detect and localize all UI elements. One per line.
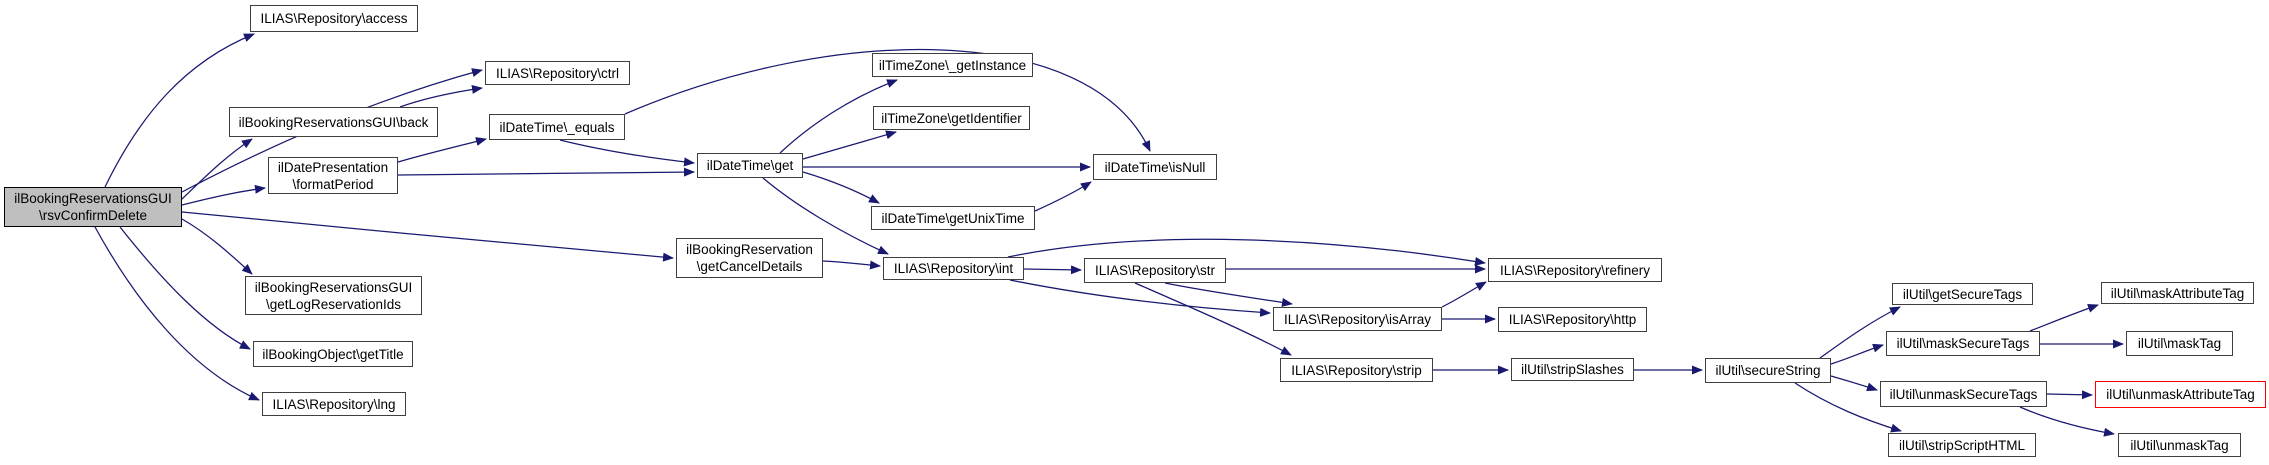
graph-node-get[interactable]: ilDateTime\get bbox=[697, 153, 803, 178]
graph-node-strip[interactable]: ILIAS\Repository\strip bbox=[1280, 358, 1433, 382]
graph-node-label: ilUtil\maskSecureTags bbox=[1896, 336, 2030, 351]
graph-node-label: ilDateTime\_equals bbox=[499, 119, 615, 135]
graph-edge-mask-secure-tags-to-mask-attribute-tag bbox=[2029, 304, 2099, 332]
graph-node-label: ilUtil\secureString bbox=[1715, 363, 1821, 378]
graph-node-label: ilDateTime\getUnixTime bbox=[881, 210, 1025, 226]
graph-edge-get-to-int bbox=[762, 177, 889, 255]
graph-node-mask-attribute-tag[interactable]: ilUtil\maskAttributeTag bbox=[2101, 282, 2254, 304]
graph-node-get-instance[interactable]: ilTimeZone\_getInstance bbox=[872, 53, 1033, 77]
graph-node-label: ilUtil\stripScriptHTML bbox=[1898, 437, 2025, 453]
graph-node-ctrl[interactable]: ILIAS\Repository\ctrl bbox=[485, 61, 630, 85]
graph-node-label: ILIAS\Repository\isArray bbox=[1283, 311, 1432, 327]
graph-edge-secure-string-to-get-secure-tags bbox=[1819, 306, 1901, 359]
graph-node-access[interactable]: ILIAS\Repository\access bbox=[250, 5, 418, 32]
graph-node-label: ilUtil\getSecureTags bbox=[1902, 286, 2023, 302]
graph-node-is-array[interactable]: ILIAS\Repository\isArray bbox=[1273, 307, 1442, 331]
graph-node-label: ilBookingObject\getTitle bbox=[262, 346, 404, 362]
graph-edge-secure-string-to-mask-secure-tags bbox=[1830, 343, 1884, 365]
graph-edge-get-cancel-details-to-int bbox=[822, 260, 881, 270]
graph-edge-secure-string-to-unmask-secure-tags bbox=[1830, 375, 1878, 392]
graph-node-label: ilUtil\stripSlashes bbox=[1521, 362, 1624, 377]
graph-node-label: ilUtil\maskAttributeTag bbox=[2110, 285, 2245, 301]
graph-edge-format-period-to-equals bbox=[397, 137, 487, 163]
graph-node-strip-script-html[interactable]: ilUtil\stripScriptHTML bbox=[1888, 433, 2036, 457]
graph-edge-rsv-confirm-delete-to-lng bbox=[94, 226, 260, 401]
graph-node-get-title[interactable]: ilBookingObject\getTitle bbox=[253, 341, 413, 367]
graph-node-get-unix-time[interactable]: ilDateTime\getUnixTime bbox=[871, 206, 1035, 230]
graph-edge-unmask-secure-tags-to-unmask-attribute-tag bbox=[2046, 390, 2093, 400]
graph-node-get-log-reservation-ids[interactable]: ilBookingReservationsGUI \getLogReservat… bbox=[245, 276, 422, 315]
graph-edge-format-period-to-get bbox=[397, 167, 695, 177]
graph-edge-int-to-refinery bbox=[1007, 238, 1486, 266]
graph-node-mask-tag[interactable]: ilUtil\maskTag bbox=[2126, 331, 2233, 356]
graph-edge-equals-to-get bbox=[559, 139, 695, 167]
graph-node-mask-secure-tags[interactable]: ilUtil\maskSecureTags bbox=[1886, 331, 2040, 356]
graph-edge-get-to-get-identifier bbox=[802, 130, 897, 160]
graph-edge-rsv-confirm-delete-to-access bbox=[104, 33, 255, 188]
graph-node-label: ILIAS\Repository\access bbox=[260, 11, 408, 26]
graph-node-get-identifier[interactable]: ilTimeZone\getIdentifier bbox=[873, 106, 1030, 130]
graph-node-int[interactable]: ILIAS\Repository\int bbox=[883, 257, 1024, 280]
graph-edge-get-to-get-instance bbox=[779, 79, 898, 154]
graph-node-equals[interactable]: ilDateTime\_equals bbox=[489, 114, 625, 140]
graph-node-label: ILIAS\Repository\str bbox=[1094, 263, 1216, 278]
graph-edge-unmask-secure-tags-to-unmask-tag bbox=[2019, 406, 2115, 437]
graph-node-get-cancel-details[interactable]: ilBookingReservation \getCancelDetails bbox=[676, 238, 823, 278]
graph-node-unmask-secure-tags[interactable]: ilUtil\unmaskSecureTags bbox=[1880, 381, 2047, 407]
graph-node-str[interactable]: ILIAS\Repository\str bbox=[1084, 258, 1226, 283]
graph-edge-back-to-ctrl bbox=[399, 85, 483, 108]
graph-node-unmask-attribute-tag[interactable]: ilUtil\unmaskAttributeTag bbox=[2095, 381, 2266, 408]
graph-edge-rsv-confirm-delete-to-get-title bbox=[119, 226, 251, 350]
graph-edge-int-to-is-array bbox=[1009, 279, 1271, 317]
graph-node-label: ilUtil\unmaskSecureTags bbox=[1889, 386, 2038, 402]
graph-node-label: ilBookingReservation \getCancelDetails bbox=[686, 242, 813, 274]
graph-node-format-period[interactable]: ilDatePresentation \formatPeriod bbox=[268, 157, 398, 194]
graph-node-label: ilTimeZone\_getInstance bbox=[878, 57, 1027, 73]
graph-node-refinery[interactable]: ILIAS\Repository\refinery bbox=[1488, 258, 1662, 282]
graph-node-label: ilUtil\unmaskAttributeTag bbox=[2106, 387, 2255, 402]
graph-node-label: ILIAS\Repository\http bbox=[1508, 312, 1637, 327]
graph-node-label: ilDateTime\isNull bbox=[1104, 159, 1206, 175]
graph-node-label: ILIAS\Repository\int bbox=[893, 261, 1014, 276]
graph-edge-rsv-confirm-delete-to-back bbox=[181, 138, 253, 200]
graph-edge-secure-string-to-strip-script-html bbox=[1794, 382, 1902, 433]
graph-node-label: ILIAS\Repository\lng bbox=[272, 396, 396, 412]
graph-node-secure-string[interactable]: ilUtil\secureString bbox=[1705, 358, 1831, 383]
graph-node-label: ilTimeZone\getIdentifier bbox=[881, 110, 1022, 126]
graph-edge-int-to-str bbox=[1023, 265, 1082, 275]
graph-edge-rsv-confirm-delete-to-get-cancel-details bbox=[181, 211, 674, 262]
graph-edge-get-unix-time-to-is-null bbox=[1034, 181, 1092, 212]
graph-node-label: ilBookingReservationsGUI\back bbox=[238, 114, 429, 130]
graph-node-lng[interactable]: ILIAS\Repository\lng bbox=[262, 392, 406, 416]
graph-node-label: ilDateTime\get bbox=[706, 158, 794, 173]
graph-node-label: ilBookingReservationsGUI \rsvConfirmDele… bbox=[14, 191, 172, 223]
graph-edge-str-to-strip bbox=[1134, 282, 1292, 356]
graph-node-is-null[interactable]: ilDateTime\isNull bbox=[1093, 154, 1217, 180]
graph-node-http[interactable]: ILIAS\Repository\http bbox=[1498, 307, 1647, 332]
graph-node-label: ilUtil\unmaskTag bbox=[2130, 437, 2229, 453]
graph-node-label: ilBookingReservationsGUI \getLogReservat… bbox=[254, 279, 413, 312]
graph-node-get-secure-tags[interactable]: ilUtil\getSecureTags bbox=[1892, 283, 2033, 305]
graph-edge-equals-to-is-null bbox=[624, 48, 1151, 152]
graph-node-label: ilUtil\maskTag bbox=[2137, 336, 2222, 351]
graph-edge-get-to-get-unix-time bbox=[802, 171, 880, 204]
graph-edge-str-to-is-array bbox=[1164, 282, 1293, 307]
graph-node-back[interactable]: ilBookingReservationsGUI\back bbox=[229, 107, 438, 137]
graph-node-label: ILIAS\Repository\strip bbox=[1291, 362, 1422, 378]
graph-node-strip-slashes[interactable]: ilUtil\stripSlashes bbox=[1511, 358, 1634, 381]
graph-node-unmask-tag[interactable]: ilUtil\unmaskTag bbox=[2118, 433, 2241, 457]
graph-node-rsv-confirm-delete[interactable]: ilBookingReservationsGUI \rsvConfirmDele… bbox=[4, 187, 182, 227]
graph-edge-is-array-to-refinery bbox=[1441, 281, 1487, 308]
graph-edge-rsv-confirm-delete-to-get-log-reservation-ids bbox=[181, 218, 253, 275]
graph-node-label: ILIAS\Repository\ctrl bbox=[495, 65, 620, 81]
graph-edge-rsv-confirm-delete-to-format-period bbox=[181, 184, 266, 206]
graph-node-label: ilDatePresentation \formatPeriod bbox=[277, 159, 389, 192]
graph-node-label: ILIAS\Repository\refinery bbox=[1499, 262, 1651, 278]
